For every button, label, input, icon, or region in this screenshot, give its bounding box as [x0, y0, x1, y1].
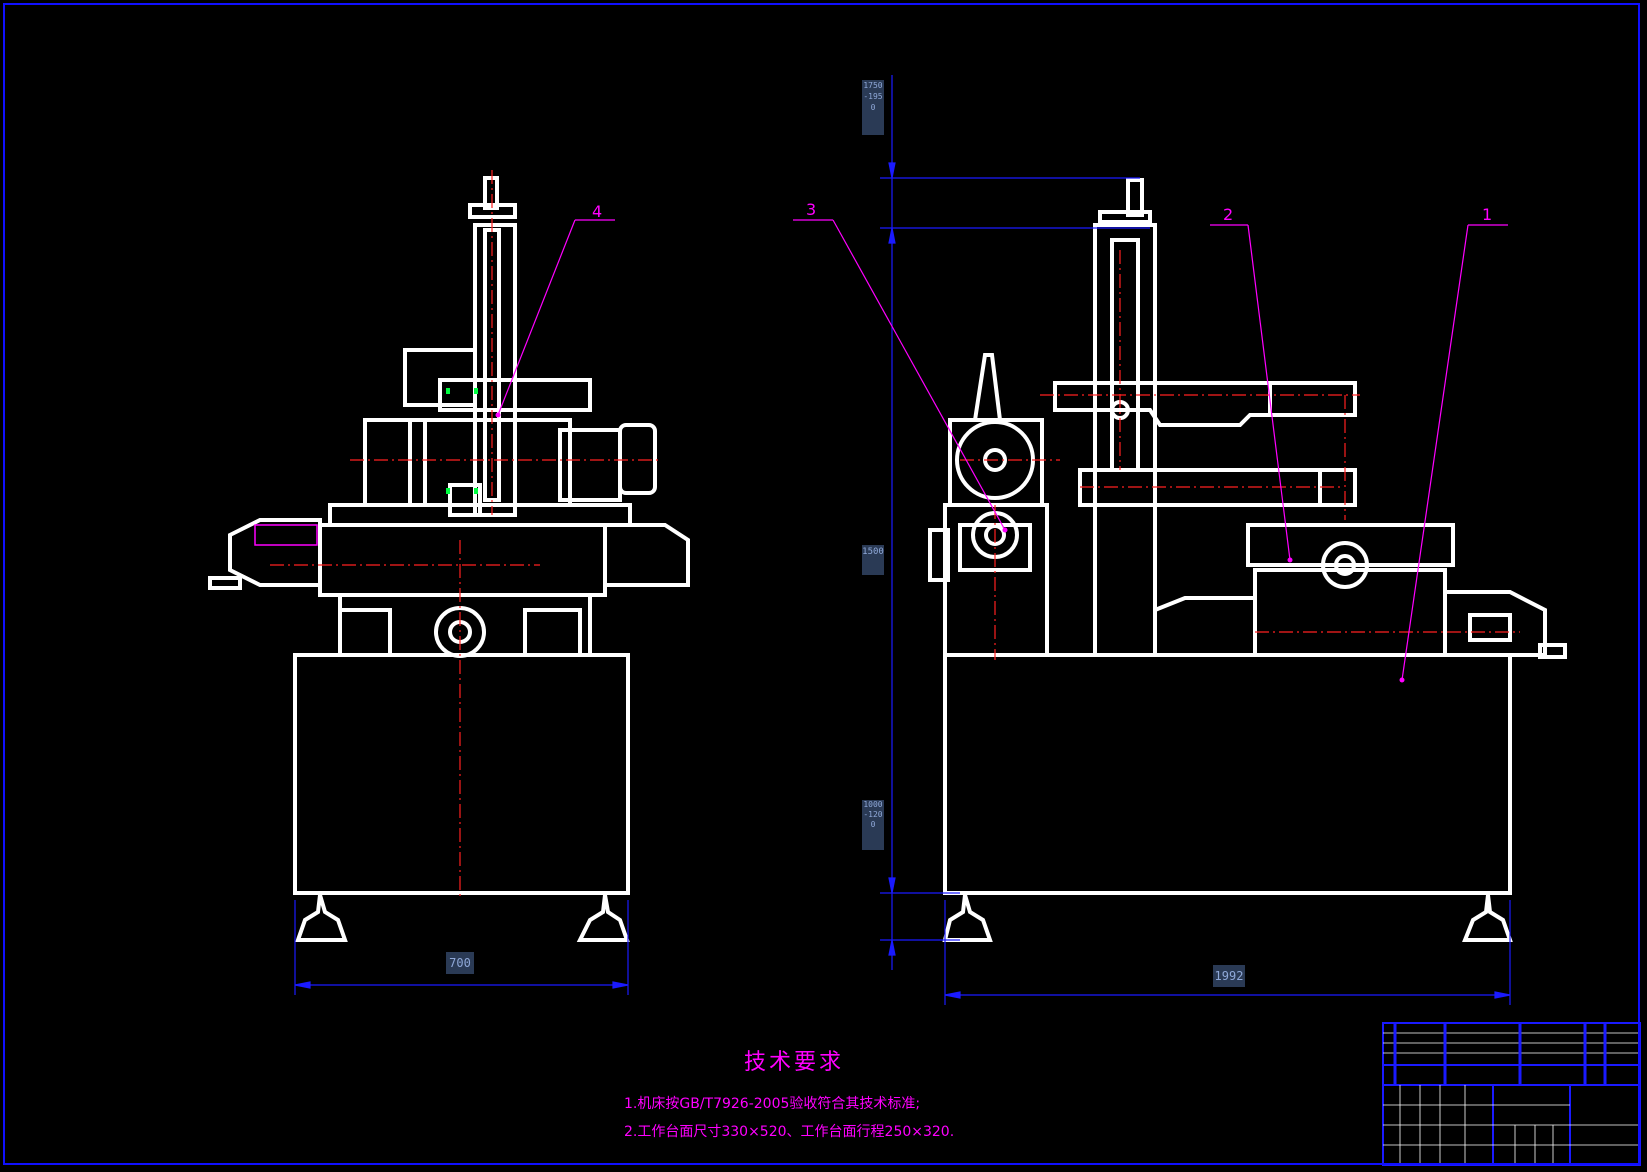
dimension-front-width: 700	[446, 952, 474, 974]
callout-4: 4	[592, 202, 603, 221]
technical-requirement-1: 1.机床按GB/T7926-2005验收符合其技术标准;	[624, 1096, 921, 1112]
dimension-side-height-top: 1750-1950	[862, 80, 884, 135]
front-column	[473, 223, 517, 517]
callout-3: 3	[806, 200, 817, 219]
side-foot-left	[942, 894, 993, 942]
title-block	[1382, 1022, 1641, 1166]
side-view	[928, 178, 1567, 942]
technical-requirement-2: 2.工作台面尺寸330×520、工作台面行程250×320.	[624, 1124, 955, 1140]
side-base-cabinet	[943, 653, 1512, 895]
front-base-cabinet	[293, 653, 630, 895]
callout-1: 1	[1482, 205, 1493, 224]
callout-2: 2	[1223, 205, 1234, 224]
front-worktable	[318, 523, 607, 597]
front-view	[208, 176, 690, 942]
dimension-side-height-bottom: 1000-1200	[862, 800, 884, 850]
side-column	[1093, 223, 1157, 657]
dimension-side-height-mid: 1500	[862, 545, 884, 575]
dimension-side-width: 1992	[1213, 965, 1245, 987]
technical-requirements-title: 技术要求	[744, 1050, 845, 1075]
side-foot-right	[1462, 894, 1513, 942]
front-foot-right	[576, 894, 630, 942]
front-foot-left	[295, 894, 348, 942]
